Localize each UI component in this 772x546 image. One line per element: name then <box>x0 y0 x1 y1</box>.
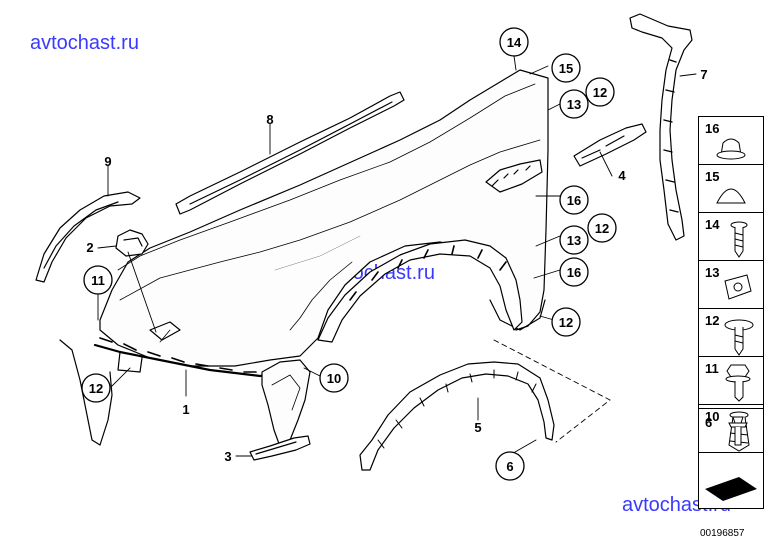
fastener-legend: 16 15 14 13 12 11 <box>698 116 764 508</box>
callout-12-low: 12 <box>559 315 573 330</box>
clip-nut-icon <box>724 274 752 300</box>
wedge-symbol-icon <box>705 477 757 501</box>
callout-7: 7 <box>700 67 707 82</box>
callout-12-top: 12 <box>593 85 607 100</box>
legend-number: 13 <box>705 265 720 280</box>
legend-row-12: 12 <box>699 309 763 357</box>
legend-number: 14 <box>705 217 720 232</box>
leader-lines <box>97 55 697 457</box>
callout-13-mid: 13 <box>567 233 581 248</box>
callout-16-top: 16 <box>567 193 581 208</box>
legend-row-wedge <box>699 452 763 508</box>
diagram-reference-number: 00196857 <box>700 528 745 539</box>
watermark-top-left: avtochast.ru <box>30 32 139 54</box>
callout-12-front: 12 <box>89 381 103 396</box>
rubber-plug-icon <box>716 138 746 160</box>
dashed-leader <box>493 339 611 443</box>
wheel-arch-moulding <box>359 361 555 471</box>
washer-screw-icon <box>724 319 754 356</box>
legend-row-16: 16 <box>699 117 763 165</box>
dome-cap-icon <box>716 188 746 204</box>
hex-flange-screw-icon <box>725 364 751 402</box>
callout-11: 11 <box>91 273 105 288</box>
callout-9: 9 <box>104 154 111 169</box>
bracket-part-9 <box>35 191 141 283</box>
legend-row-6: 6 <box>699 408 763 452</box>
callout-14: 14 <box>507 35 522 50</box>
callout-4: 4 <box>618 168 626 183</box>
legend-extra: 6 <box>698 408 764 509</box>
callout-12-mid: 12 <box>595 221 609 236</box>
legend-row-15: 15 <box>699 165 763 213</box>
cap-part-2 <box>115 229 149 257</box>
legend-row-14: 14 <box>699 213 763 261</box>
callout-10: 10 <box>327 371 341 386</box>
seal-strip-part-8 <box>175 91 405 215</box>
callout-2: 2 <box>86 240 93 255</box>
callout-13-top: 13 <box>567 97 581 112</box>
rivet-icon <box>728 416 748 446</box>
legend-number: 6 <box>705 415 713 430</box>
legend-row-11: 11 <box>699 357 763 405</box>
trim-part-3 <box>249 435 311 461</box>
legend-number: 11 <box>705 361 719 376</box>
side-marker-part-4 <box>573 123 647 167</box>
callout-15: 15 <box>559 61 573 76</box>
callout-labels: 1 2 3 4 5 6 7 8 9 10 11 12 12 12 12 13 1… <box>86 35 707 474</box>
callout-5: 5 <box>474 420 481 435</box>
screw-icon <box>730 221 748 258</box>
legend-row-13: 13 <box>699 261 763 309</box>
legend-number: 12 <box>705 313 720 328</box>
callout-8: 8 <box>266 112 273 127</box>
callout-1: 1 <box>182 402 189 417</box>
callout-6: 6 <box>506 459 513 474</box>
seal-part-7 <box>629 13 693 241</box>
fender-part <box>59 69 549 453</box>
callout-16-low: 16 <box>567 265 581 280</box>
callout-3: 3 <box>224 449 231 464</box>
wheel-arch-liner <box>317 239 523 343</box>
legend-number: 15 <box>705 169 720 184</box>
legend-number: 10 <box>705 409 720 424</box>
callout-circles <box>81 27 617 481</box>
legend-number: 16 <box>705 121 720 136</box>
